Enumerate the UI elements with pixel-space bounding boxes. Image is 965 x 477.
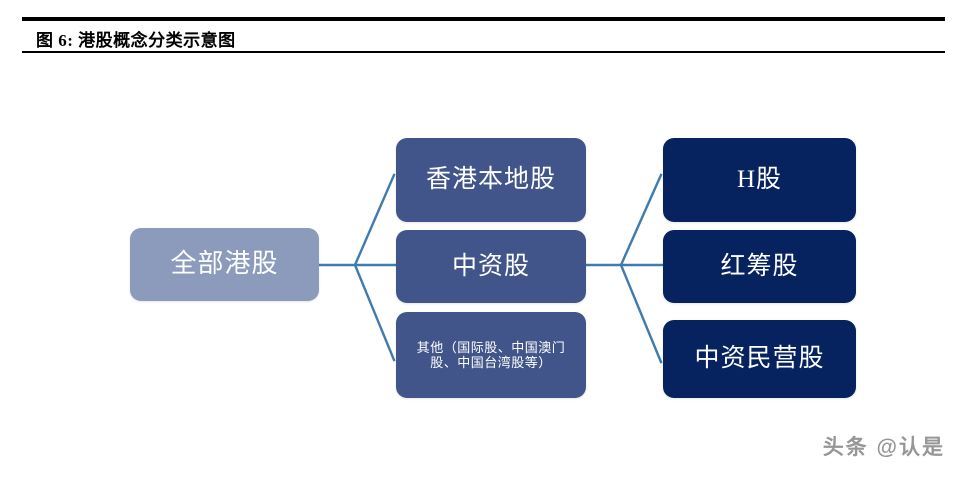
connector-all-hk-to-others (353, 263, 396, 362)
node-all-hk[interactable]: 全部港股 (130, 228, 319, 301)
connector-all-hk-to-hk-local (353, 173, 396, 267)
node-private[interactable]: 中资民营股 (663, 320, 856, 398)
node-h-share[interactable]: H股 (663, 138, 856, 222)
watermark-text: 头条 @认是 (822, 436, 945, 459)
connector-china-fund-to-h-share (619, 173, 663, 267)
figure-header-rules: 图 6: 港股概念分类示意图 (22, 17, 945, 53)
figure-title: 图 6: 港股概念分类示意图 (36, 31, 236, 50)
connector-china-fund-to-private (619, 263, 663, 364)
node-china-fund[interactable]: 中资股 (396, 230, 586, 303)
node-hk-local[interactable]: 香港本地股 (396, 138, 586, 222)
node-others[interactable]: 其他（国际股、中国澳门股、中国台湾股等） (396, 312, 586, 398)
node-red-chip[interactable]: 红筹股 (663, 230, 856, 303)
